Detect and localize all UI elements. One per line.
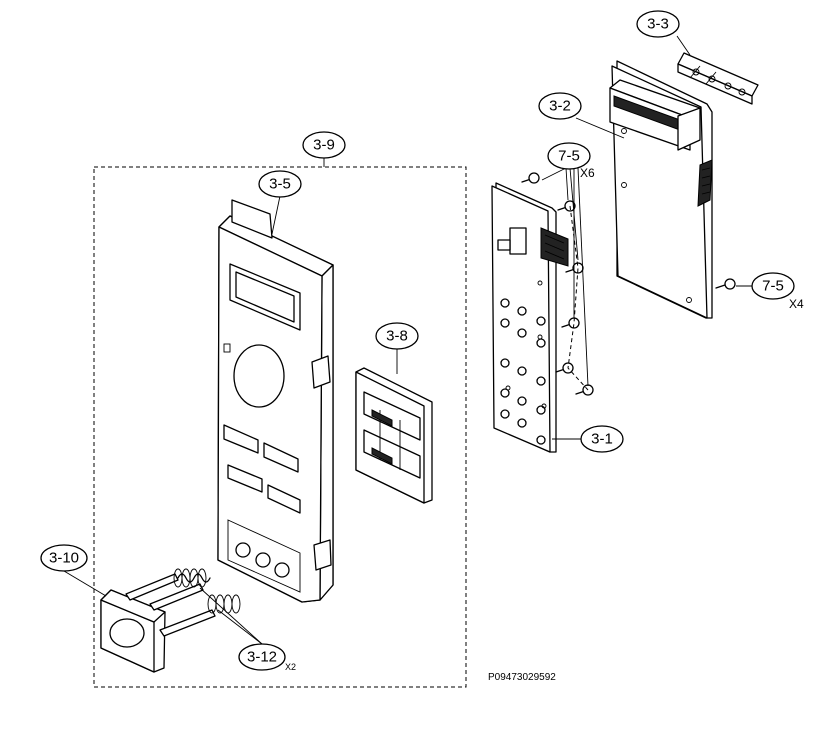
part-3-3-connector <box>677 52 759 105</box>
part-3-8-bracket <box>355 367 433 504</box>
callout-3-2: 3-2 <box>538 92 582 120</box>
callout-3-9-label: 3-9 <box>313 137 335 154</box>
callout-3-1: 3-1 <box>580 425 624 453</box>
callout-3-12: 3-12 <box>238 643 286 671</box>
callout-3-8: 3-8 <box>375 322 419 350</box>
assembly-boundary-3-9 <box>93 166 467 688</box>
callout-3-10-label: 3-10 <box>49 550 79 567</box>
callout-3-5-label: 3-5 <box>269 176 291 193</box>
quantity-x2: X2 <box>285 662 296 672</box>
callout-3-1-label: 3-1 <box>591 431 613 448</box>
key-pad-pattern <box>500 280 547 445</box>
part-3-2-display-board <box>609 60 736 319</box>
callout-3-5: 3-5 <box>258 170 302 198</box>
quantity-x4: X4 <box>789 297 804 311</box>
part-3-12-springs <box>173 568 241 614</box>
callout-3-9: 3-9 <box>302 131 346 159</box>
callout-7-5-top: 7-5 <box>547 142 591 170</box>
part-3-5-panel-frame <box>217 199 334 603</box>
callout-3-3-label: 3-3 <box>647 16 669 33</box>
callout-3-8-label: 3-8 <box>386 328 408 345</box>
part-3-10-knob <box>100 573 216 673</box>
part-3-1-key-board <box>491 172 594 453</box>
callout-7-5-right: 7-5 <box>751 272 795 300</box>
callout-7-5-right-label: 7-5 <box>762 278 784 295</box>
leader-lines <box>63 35 754 645</box>
callout-3-12-label: 3-12 <box>247 649 277 666</box>
callout-3-2-label: 3-2 <box>549 98 571 115</box>
callout-3-3: 3-3 <box>636 10 680 38</box>
callout-7-5-top-label: 7-5 <box>558 148 580 165</box>
callout-3-10: 3-10 <box>40 544 88 572</box>
quantity-x6: X6 <box>580 166 595 180</box>
drawing-code: P09473029592 <box>488 672 556 683</box>
